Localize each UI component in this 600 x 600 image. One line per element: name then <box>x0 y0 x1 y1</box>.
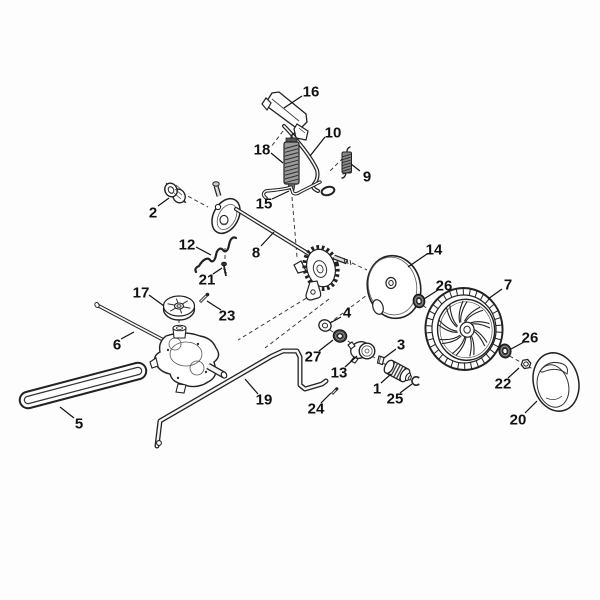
part-label-24: 24 <box>308 401 325 418</box>
leader-line-6 <box>120 331 135 340</box>
part-label-17: 17 <box>133 285 150 302</box>
leader-line-25 <box>399 383 413 394</box>
part-label-27: 27 <box>305 349 322 366</box>
leader-line-23 <box>206 300 222 311</box>
leader-line-10 <box>309 136 326 157</box>
part-label-9: 9 <box>363 169 371 186</box>
transmission-gearbox <box>149 324 228 394</box>
leader-line-14 <box>407 253 428 268</box>
part-label-5: 5 <box>75 416 83 433</box>
leader-line-13 <box>344 355 358 368</box>
leader-line-17 <box>148 294 165 307</box>
part-label-1: 1 <box>373 381 381 398</box>
part-25-c-clip <box>411 376 420 386</box>
part-label-23: 23 <box>219 308 236 325</box>
part-9-spring <box>341 146 352 179</box>
part-3-clip <box>376 355 385 366</box>
part-label-25: 25 <box>387 391 404 408</box>
part-26-bearing-inner <box>412 293 426 309</box>
part-label-20: 20 <box>510 412 527 429</box>
part-1-pinion-gear <box>383 359 412 383</box>
part-label-13: 13 <box>331 365 348 382</box>
leader-line-26 <box>423 289 439 300</box>
part-21-screw <box>221 261 228 277</box>
part-4-washer <box>318 319 332 332</box>
part-label-4: 4 <box>343 305 352 322</box>
leader-line-4 <box>329 316 342 324</box>
leader-line-1 <box>380 373 392 384</box>
part-14-drive-disc <box>366 254 422 320</box>
leader-line-7 <box>487 288 503 300</box>
part-12-wire-spring <box>194 236 238 274</box>
leader-line-22 <box>507 367 520 379</box>
part-7-wheel <box>424 287 504 371</box>
spring-coils <box>342 153 352 175</box>
part-label-7: 7 <box>504 277 512 294</box>
part-label-22: 22 <box>495 376 512 393</box>
part-6-shaft <box>94 302 173 346</box>
part-label-26: 26 <box>436 278 453 295</box>
leader-line-2 <box>157 197 170 207</box>
part-5-drive-belt <box>18 361 148 410</box>
part-label-15: 15 <box>256 196 273 213</box>
part-20-hub-cap <box>532 352 580 412</box>
part-label-10: 10 <box>325 125 342 142</box>
part-22-nut <box>520 358 532 370</box>
callout-labels: 16 10 18 9 15 2 12 8 14 21 17 26 23 7 4 6 27 13 3 26 1 22 25 19… <box>75 84 539 433</box>
leader-line-26 <box>510 341 525 350</box>
leader-line-3 <box>383 348 397 359</box>
part-24-pin <box>330 387 339 395</box>
leader-line-16 <box>283 95 303 109</box>
leader-line-20 <box>524 400 538 414</box>
leader-line-8 <box>260 231 275 247</box>
part-13-coupler <box>347 341 376 364</box>
part-16-lever <box>261 91 309 141</box>
leader-line-27 <box>318 339 334 352</box>
leader-line-24 <box>320 392 332 404</box>
part-26-bearing-outer <box>498 343 512 359</box>
part-label-26: 26 <box>522 330 539 347</box>
part-label-6: 6 <box>113 337 121 354</box>
part-27-bearing <box>332 329 348 343</box>
callout-leader-lines <box>59 95 538 419</box>
part-label-14: 14 <box>426 242 443 259</box>
part-label-21: 21 <box>199 272 216 289</box>
part-label-16: 16 <box>303 84 320 101</box>
part-label-3: 3 <box>397 337 405 354</box>
part-2-bushing <box>164 182 187 204</box>
part-23-pin <box>198 292 210 304</box>
leader-line-19 <box>244 378 259 395</box>
leader-line-12 <box>195 246 212 256</box>
part-18-spring <box>283 132 300 195</box>
part-label-12: 12 <box>179 237 196 254</box>
part-label-18: 18 <box>254 142 271 159</box>
leader-line-5 <box>59 406 75 419</box>
part-label-2: 2 <box>149 205 157 222</box>
part-label-8: 8 <box>252 245 260 262</box>
part-8-shaft <box>234 207 311 256</box>
leader-line-18 <box>270 152 284 164</box>
ratchet-gear-assembly <box>293 245 352 301</box>
part-19-adjuster-rod <box>154 348 329 449</box>
leader-line-15 <box>271 190 290 200</box>
part-label-19: 19 <box>256 392 273 409</box>
pivot-bracket <box>211 181 241 235</box>
part-17-pulley <box>162 295 196 321</box>
spring-coils <box>284 144 299 184</box>
leader-line-21 <box>212 267 223 275</box>
leader-line-9 <box>350 163 361 172</box>
part-15-rod <box>261 180 322 200</box>
